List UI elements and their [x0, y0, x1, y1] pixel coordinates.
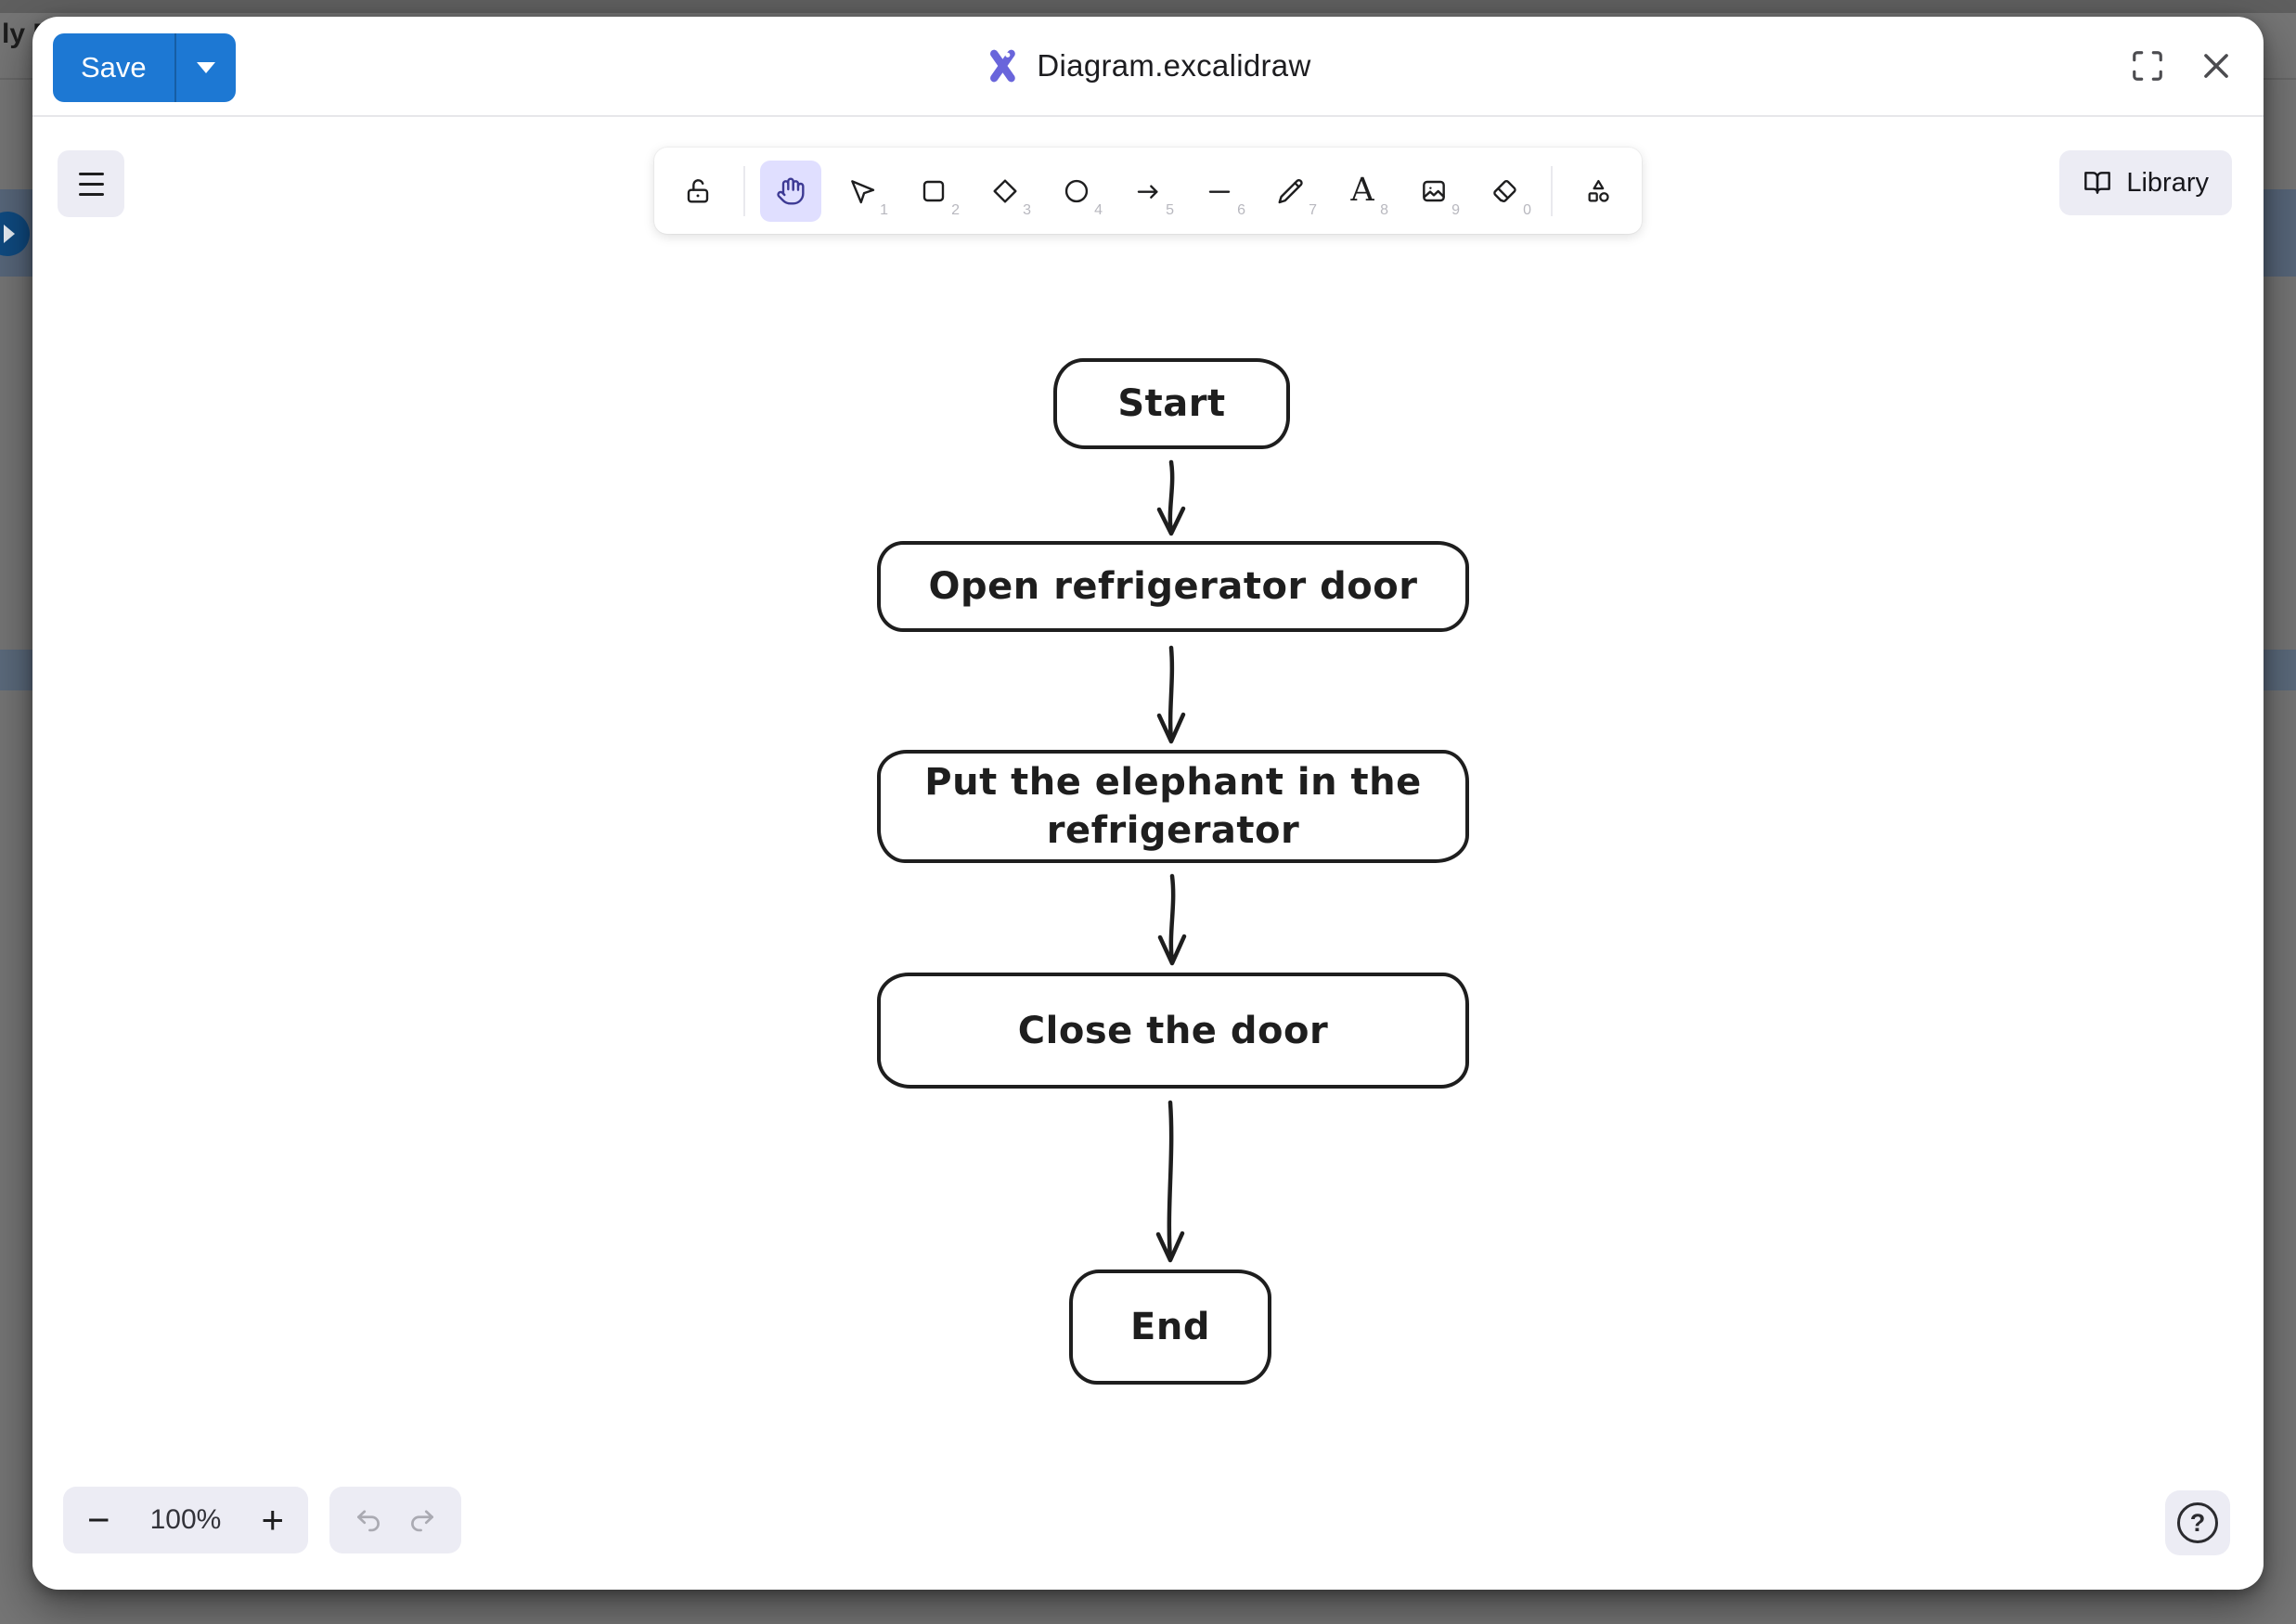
arrow-close-to-end: [1167, 1100, 1174, 1261]
tool-line[interactable]: 6: [1189, 161, 1250, 222]
document-title: Diagram.excalidraw: [1037, 48, 1311, 83]
shapes-icon: [1588, 179, 1609, 202]
tool-text[interactable]: A 8: [1332, 161, 1393, 222]
rectangle-icon: [922, 180, 945, 201]
pencil-icon: [1278, 178, 1303, 203]
book-icon: [2084, 172, 2111, 194]
redo-button[interactable]: [406, 1504, 438, 1536]
flow-node-close-door[interactable]: Close the door: [877, 973, 1469, 1089]
diamond-icon: [993, 178, 1017, 203]
help-icon: ?: [2177, 1502, 2218, 1543]
save-options-button[interactable]: [174, 33, 236, 102]
flow-node-open-door[interactable]: Open refrigerator door: [877, 541, 1469, 632]
zoom-level[interactable]: 100%: [149, 1504, 222, 1535]
tool-draw[interactable]: 7: [1260, 161, 1322, 222]
save-split-button[interactable]: Save: [53, 33, 236, 102]
excalidraw-editor-modal: Save Diagram.excalidraw: [32, 17, 2264, 1590]
line-icon: [1208, 189, 1231, 193]
flow-node-end[interactable]: End: [1069, 1270, 1271, 1385]
tool-hand[interactable]: [760, 160, 821, 222]
arrow-start-to-open: [1167, 459, 1175, 535]
toolbar-divider: [1551, 165, 1553, 216]
undo-button[interactable]: [353, 1504, 384, 1536]
tool-ellipse[interactable]: 4: [1046, 161, 1107, 222]
close-icon: [2204, 54, 2228, 78]
arrow-open-to-put: [1167, 645, 1175, 742]
save-button[interactable]: Save: [81, 51, 147, 84]
tool-island: 1 2 3 4: [654, 148, 1642, 234]
background-titlebar: [0, 0, 2296, 13]
selection-cursor-icon: [851, 179, 875, 203]
fullscreen-icon: [2133, 51, 2162, 81]
hand-icon: [777, 177, 805, 205]
main-menu-button[interactable]: [58, 150, 124, 217]
fullscreen-button[interactable]: [2130, 48, 2165, 84]
modal-topbar: Save Diagram.excalidraw: [32, 17, 2264, 117]
redo-icon: [411, 1510, 434, 1532]
help-button[interactable]: ?: [2165, 1490, 2230, 1555]
tool-more-shapes[interactable]: [1567, 161, 1629, 222]
image-icon: [1423, 180, 1445, 201]
text-tool-icon: A: [1350, 172, 1374, 209]
zoom-in-button[interactable]: +: [261, 1498, 284, 1541]
drawing-canvas[interactable]: 1 2 3 4: [32, 117, 2264, 1588]
zoom-out-button[interactable]: −: [87, 1498, 110, 1541]
unlock-icon: [687, 178, 709, 203]
tool-diamond[interactable]: 3: [974, 161, 1036, 222]
flow-node-put-elephant[interactable]: Put the elephant in the refrigerator: [877, 750, 1469, 863]
tool-image[interactable]: 9: [1403, 161, 1464, 222]
toolbar-divider: [743, 165, 745, 216]
document-title-group: Diagram.excalidraw: [985, 17, 1310, 115]
flowchart: Start Open refrigerator door Put the ele…: [32, 117, 2264, 1588]
zoom-controls: − 100% +: [63, 1487, 308, 1553]
caret-down-icon: [196, 62, 215, 73]
library-label: Library: [2126, 167, 2209, 198]
undo-icon: [356, 1510, 380, 1532]
tool-eraser[interactable]: 0: [1475, 161, 1536, 222]
arrow-icon: [1137, 184, 1158, 199]
window-buttons: [2130, 17, 2234, 115]
flow-node-start[interactable]: Start: [1053, 358, 1290, 449]
tool-arrow[interactable]: 5: [1117, 161, 1179, 222]
tool-rectangle[interactable]: 2: [903, 161, 964, 222]
tool-lock[interactable]: [667, 161, 729, 222]
arrow-put-to-close: [1168, 873, 1176, 964]
ellipse-icon: [1064, 179, 1089, 202]
library-button[interactable]: Library: [2059, 150, 2232, 215]
history-controls: [329, 1487, 461, 1553]
eraser-icon: [1493, 179, 1516, 202]
hamburger-icon: [78, 172, 104, 175]
tool-selection[interactable]: 1: [832, 161, 893, 222]
excalidraw-logo-icon: [990, 49, 1015, 83]
close-button[interactable]: [2199, 48, 2234, 84]
